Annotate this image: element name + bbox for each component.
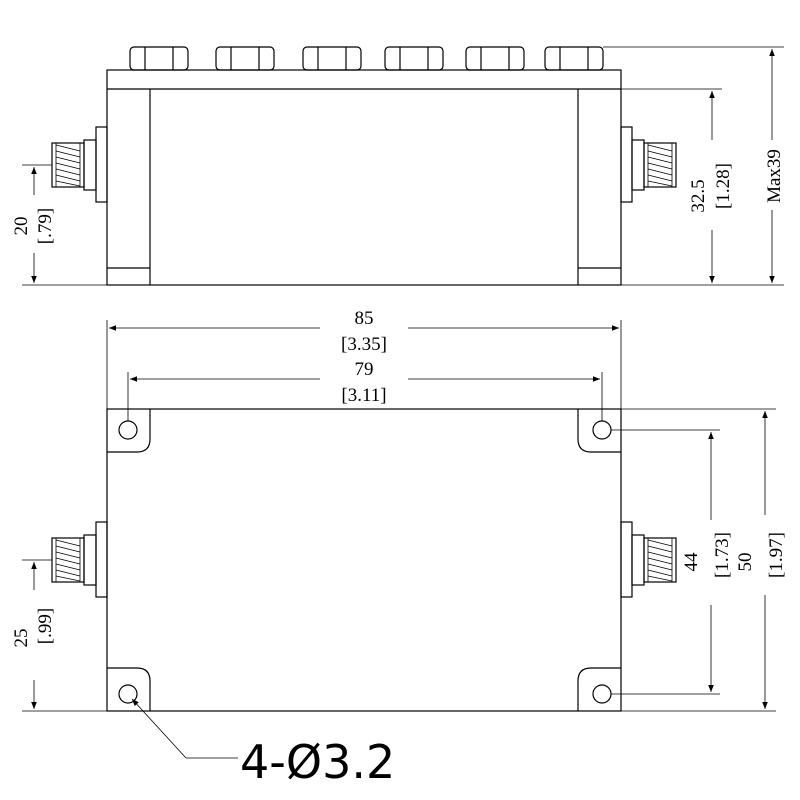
top-nuts bbox=[129, 46, 604, 71]
side-body bbox=[106, 69, 622, 286]
dim-top-port-offset-left: 25 [.99] bbox=[11, 559, 107, 712]
hex-nut-2 bbox=[215, 46, 275, 71]
sma-connector-top-right bbox=[620, 521, 677, 598]
dim-top-width-outer: 85 [3.35] bbox=[106, 308, 622, 409]
mounting-hole-bottom-right bbox=[592, 684, 612, 704]
top-height-outer-in: [1.97] bbox=[766, 532, 787, 578]
hole-callout: 4-Ø3.2 bbox=[131, 698, 395, 789]
top-hole-pitch-x-in: [3.11] bbox=[341, 385, 386, 406]
top-height-outer-mm: 50 bbox=[735, 553, 756, 572]
dim-side-max-height: Max39 bbox=[603, 46, 785, 283]
top-body bbox=[106, 408, 622, 712]
hex-nut-6 bbox=[544, 46, 604, 71]
dim-top-hole-pitch-x: 79 [3.11] bbox=[127, 359, 603, 421]
hex-nut-4 bbox=[384, 46, 444, 71]
sma-connector-left bbox=[51, 126, 108, 203]
dim-side-height-right: 32.5 [1.28] bbox=[621, 88, 784, 286]
top-hole-pitch-y-in: [1.73] bbox=[712, 532, 733, 578]
top-port-offset-left-in: [.99] bbox=[35, 608, 56, 644]
top-hole-pitch-y-mm: 44 bbox=[681, 552, 702, 572]
sma-connector-top-left bbox=[51, 521, 108, 598]
top-width-outer-in: [3.35] bbox=[341, 334, 387, 355]
side-height-right-in: [1.28] bbox=[713, 163, 734, 209]
top-port-offset-left-mm: 25 bbox=[11, 629, 32, 648]
hole-callout-text: 4-Ø3.2 bbox=[240, 735, 395, 789]
side-max-height: Max39 bbox=[764, 149, 785, 203]
sma-connector-right bbox=[620, 126, 677, 203]
hex-nut-1 bbox=[129, 46, 189, 71]
dim-top-height-outer: 50 [1.97] bbox=[621, 408, 787, 712]
top-view: 85 [3.35] 79 [3.11] 25 [.99] 44 bbox=[11, 308, 787, 789]
side-view: 20 [.79] 32.5 [1.28] Max39 bbox=[11, 46, 785, 286]
hex-nut-5 bbox=[465, 46, 525, 71]
top-width-outer-mm: 85 bbox=[355, 308, 374, 329]
mounting-hole-bottom-left bbox=[118, 684, 138, 704]
mounting-hole-top-left bbox=[118, 420, 138, 440]
dim-side-height-left: 20 [.79] bbox=[11, 164, 107, 286]
mounting-hole-top-right bbox=[592, 420, 612, 440]
dim-top-hole-pitch-y: 44 [1.73] bbox=[611, 429, 733, 695]
side-height-left-in: [.79] bbox=[35, 208, 56, 244]
hex-nut-3 bbox=[302, 46, 362, 71]
side-height-right-mm: 32.5 bbox=[688, 179, 709, 212]
side-height-left-mm: 20 bbox=[11, 217, 32, 236]
top-hole-pitch-x-mm: 79 bbox=[355, 359, 374, 380]
